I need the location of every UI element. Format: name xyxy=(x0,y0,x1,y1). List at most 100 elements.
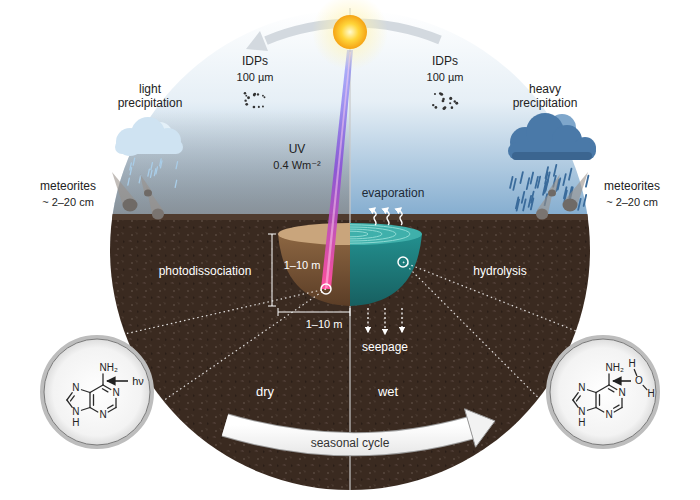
reaction-arrow xyxy=(107,380,128,382)
size-label: 100 µm xyxy=(427,71,464,84)
chemical-bond xyxy=(71,396,75,401)
chemical-bond xyxy=(82,408,90,411)
dust-particle xyxy=(451,106,454,109)
chemical-bond xyxy=(621,399,622,408)
dust-particle xyxy=(254,93,256,95)
dust-particles xyxy=(244,92,459,110)
raindrop xyxy=(569,169,572,180)
evaporation-arrows xyxy=(374,208,402,225)
raindrop xyxy=(523,199,526,210)
dust-particle xyxy=(435,106,438,109)
chemical-bond xyxy=(608,389,613,392)
process-label: hydrolysis xyxy=(473,265,526,279)
raindrop xyxy=(546,180,549,191)
ripple xyxy=(350,231,368,237)
raindrop xyxy=(513,179,516,190)
raindrop xyxy=(176,162,178,169)
chemical-bond xyxy=(67,400,72,407)
weather-label: heavy precipitation xyxy=(503,83,587,111)
dust-particle xyxy=(442,107,445,110)
photon-label: hν xyxy=(132,375,144,388)
dust-particle xyxy=(244,99,246,101)
zoom-marker xyxy=(398,257,408,267)
chemical-bond xyxy=(596,408,604,413)
cloud xyxy=(512,152,592,160)
dust-particle xyxy=(262,105,264,107)
cycle-arrowhead xyxy=(246,31,268,51)
seepage-arrow xyxy=(384,308,385,334)
inset-rim xyxy=(44,339,150,445)
leader-line xyxy=(403,262,551,411)
chemical-bond xyxy=(82,390,90,393)
vapour-arrow xyxy=(387,208,389,225)
radiation-label: UV xyxy=(289,143,306,157)
dust-particle xyxy=(244,92,247,95)
atom-label: NH₂ xyxy=(606,362,624,374)
size-label: ~ 2–20 cm xyxy=(606,196,658,209)
atom-label: N xyxy=(578,382,585,394)
raindrop xyxy=(517,200,520,211)
uv-beam xyxy=(321,50,353,289)
chemical-bond xyxy=(89,393,90,408)
meteorite xyxy=(563,199,578,212)
chemical-bond xyxy=(102,389,107,392)
dimension-label: 1–10 m xyxy=(306,318,343,331)
chemical-bond xyxy=(90,385,103,393)
atom-label: N xyxy=(72,406,79,418)
chemical-bond xyxy=(614,408,622,413)
dust-particle xyxy=(439,92,442,95)
leader-lines xyxy=(107,262,594,411)
cloud xyxy=(115,140,183,154)
process-label: photodissociation xyxy=(159,265,252,279)
chemical-bond xyxy=(596,385,609,393)
dust-particle xyxy=(253,106,256,109)
state-label: wet xyxy=(378,385,398,400)
atom-label: NH₂ xyxy=(100,362,118,374)
raindrop xyxy=(139,176,141,183)
dust-particle xyxy=(432,104,434,106)
atom-label: N xyxy=(112,387,119,399)
weather-label: light precipitation xyxy=(108,83,192,111)
atom-label: H xyxy=(72,417,79,429)
zoom-marker xyxy=(321,284,331,294)
chemical-bond xyxy=(103,385,111,390)
chemical-bond xyxy=(102,374,103,385)
raindrop xyxy=(156,167,158,174)
cloud xyxy=(508,142,596,160)
meteor-trail xyxy=(140,174,151,196)
flux-label: 0.4 Wm⁻² xyxy=(273,159,320,172)
atom-label: H xyxy=(628,358,635,370)
atom-label: H xyxy=(578,417,585,429)
raindrop xyxy=(535,177,538,188)
impactor-label: meteorites xyxy=(40,180,96,194)
atom-label: O xyxy=(635,375,643,387)
dust-particle xyxy=(254,93,256,95)
sun xyxy=(333,15,367,49)
rain xyxy=(128,158,589,210)
cycle-label: seasonal cycle xyxy=(311,437,390,451)
raindrop xyxy=(584,195,587,206)
chemical-bond xyxy=(588,390,596,393)
chemical-bond xyxy=(115,399,116,408)
chemical-bond xyxy=(634,370,636,376)
atom-label: N xyxy=(618,387,625,399)
raindrop xyxy=(151,163,153,170)
chemical-bond xyxy=(609,385,617,390)
raindrop xyxy=(175,180,177,187)
raindrop xyxy=(160,161,162,168)
atom-label: N xyxy=(99,409,106,421)
dimension-bracket xyxy=(268,234,276,306)
raindrop xyxy=(531,173,534,184)
raindrop xyxy=(527,178,530,189)
raindrop xyxy=(546,167,549,178)
magnified-inset xyxy=(42,337,152,447)
chemical-bond xyxy=(573,400,578,407)
atom-label: N xyxy=(578,406,585,418)
vapour-arrow xyxy=(374,208,376,225)
raindrop xyxy=(531,198,534,209)
chemical-bond xyxy=(643,385,647,389)
meteorite xyxy=(548,190,556,197)
meteorite xyxy=(123,199,138,212)
raindrop xyxy=(586,176,589,187)
impactor-label: meteorites xyxy=(604,180,660,194)
